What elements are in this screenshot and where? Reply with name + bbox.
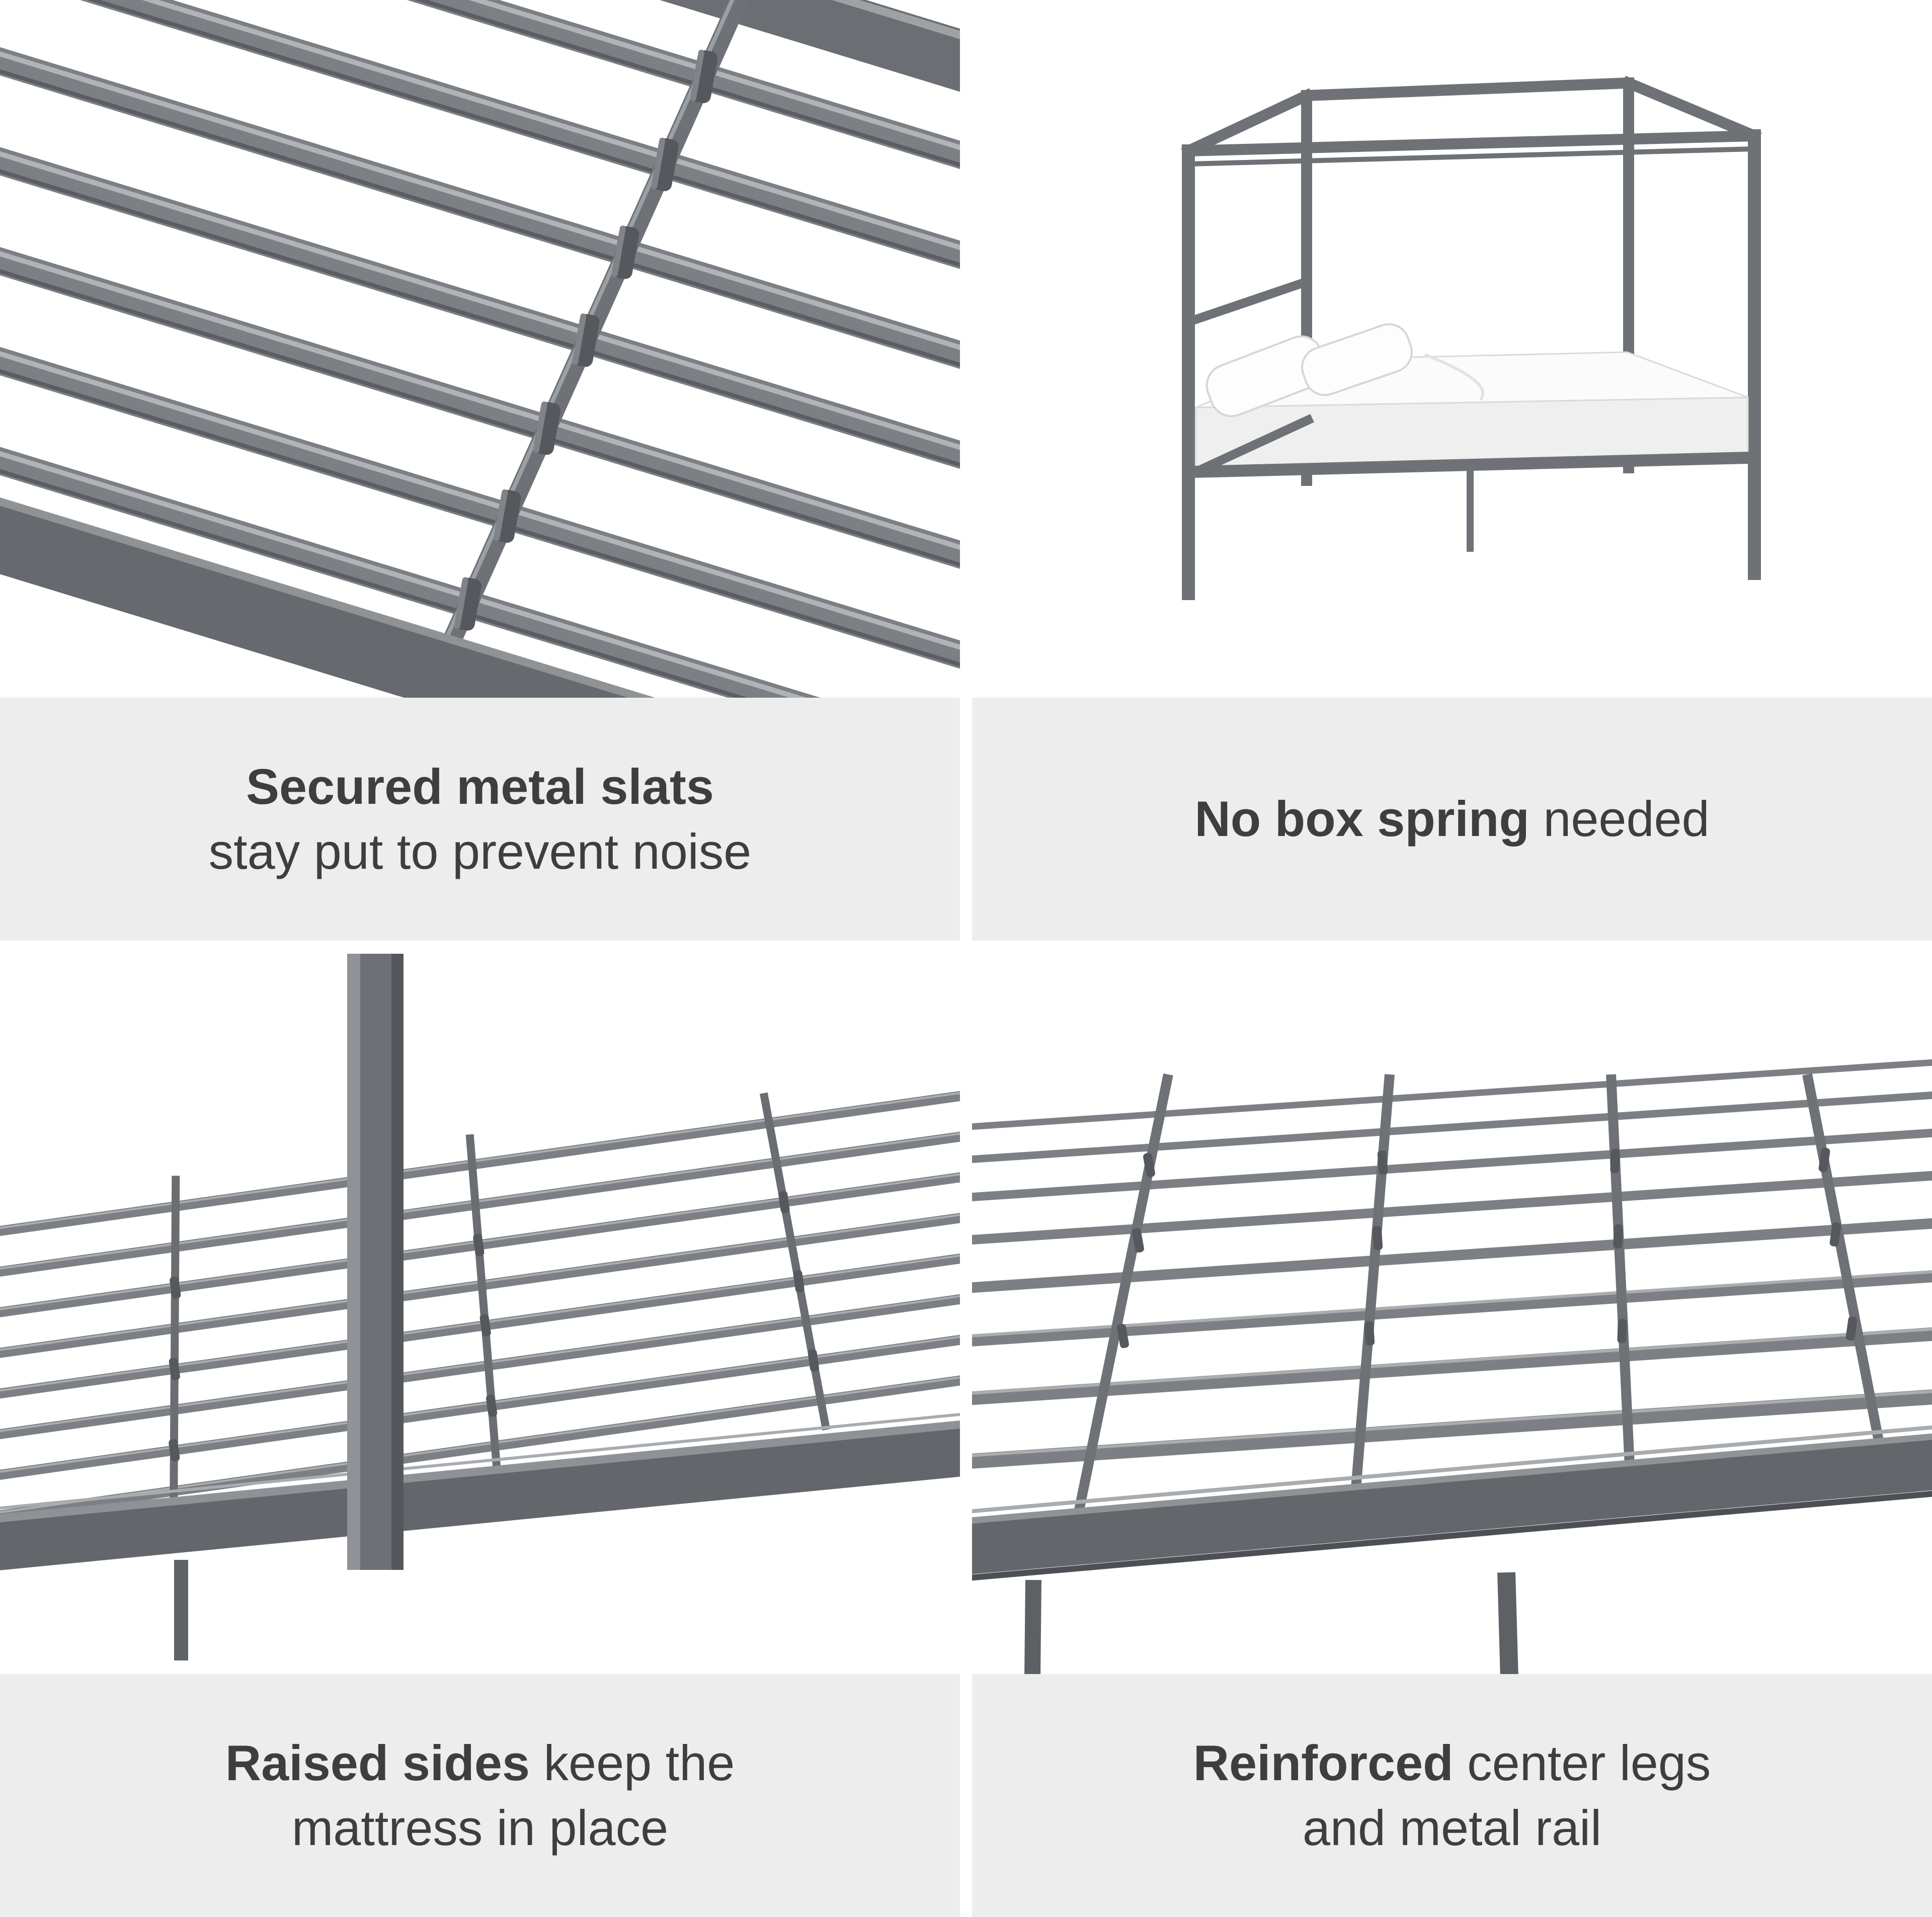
caption-line: Secured metal slats <box>246 755 714 819</box>
caption-text-bold: Reinforced <box>1193 1734 1454 1791</box>
caption-line: and metal rail <box>1303 1796 1601 1861</box>
canopy-bed-illustration <box>1181 75 1762 600</box>
photo-slats-closeup <box>0 0 960 698</box>
caption-line: No box spring needed <box>1194 787 1709 852</box>
photo-center-rail <box>972 954 1932 1674</box>
center-rail-illustration <box>972 1059 1932 1674</box>
photo-raised-sides <box>0 954 960 1674</box>
caption-text-bold: Secured metal slats <box>246 758 714 814</box>
caption-text: stay put to prevent noise <box>208 823 752 879</box>
caption-text: mattress in place <box>291 1799 669 1856</box>
feature-panel-no-box-spring: No box spring needed <box>972 0 1932 941</box>
slats-closeup-illustration <box>0 0 960 698</box>
caption-line: Raised sides keep the <box>225 1731 735 1796</box>
caption-line: Reinforced center legs <box>1193 1731 1711 1796</box>
caption-secured-slats: Secured metal slats stay put to prevent n… <box>0 698 960 941</box>
feature-panel-secured-slats: Secured metal slats stay put to prevent n… <box>0 0 960 941</box>
caption-text: keep the <box>530 1734 735 1791</box>
caption-line: stay put to prevent noise <box>209 819 752 884</box>
raised-sides-illustration <box>0 954 960 1660</box>
photo-canopy-bed <box>972 0 1932 698</box>
caption-line: mattress in place <box>292 1796 668 1861</box>
caption-text-bold: No box spring <box>1194 791 1530 847</box>
caption-text: and metal rail <box>1302 1799 1602 1856</box>
caption-no-box-spring: No box spring needed <box>972 698 1932 941</box>
caption-text: needed <box>1529 791 1710 847</box>
caption-text-bold: Raised sides <box>225 1734 530 1791</box>
caption-text: center legs <box>1453 1734 1711 1791</box>
